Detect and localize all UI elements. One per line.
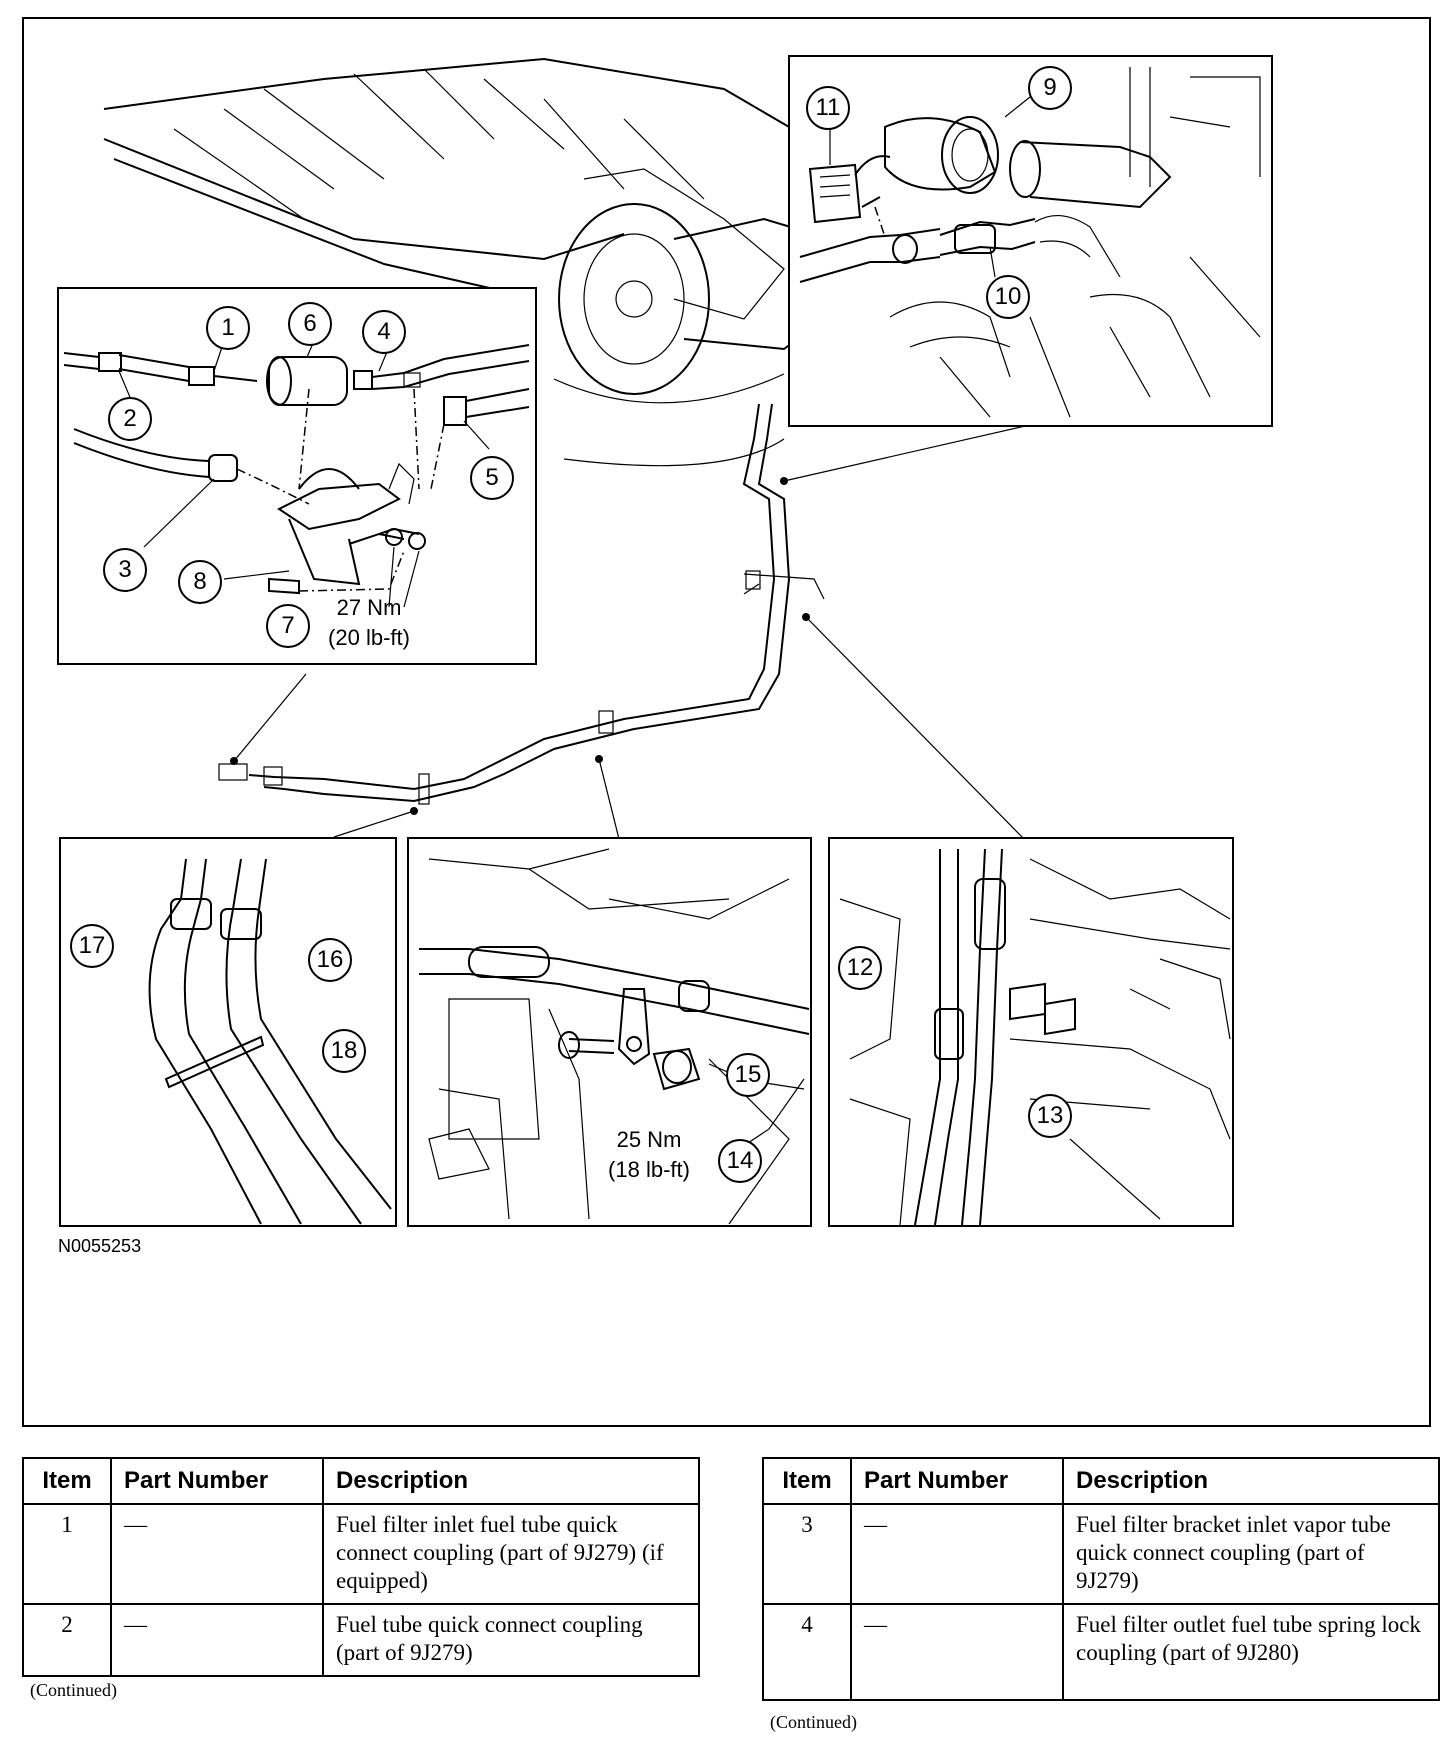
part-number-cell: —	[110, 1603, 324, 1677]
coupling-illustration	[799, 67, 1261, 418]
callout-2: 2	[108, 397, 152, 441]
column-header-part-number: Part Number	[110, 1457, 324, 1505]
continued-note-left: (Continued)	[30, 1680, 117, 1700]
figure-id: N0055253	[58, 1236, 142, 1256]
part-number-cell: —	[110, 1503, 324, 1605]
callout-16: 16	[308, 938, 352, 982]
callout-18: 18	[322, 1029, 366, 1073]
part-number-cell: —	[850, 1603, 1064, 1701]
column-header-item: Item	[762, 1457, 852, 1505]
description-cell: Fuel filter outlet fuel tube spring lock…	[1062, 1603, 1440, 1701]
table-row: 2 — Fuel tube quick connect coupling (pa…	[22, 1603, 700, 1677]
column-header-description: Description	[322, 1457, 700, 1505]
item-cell: 3	[762, 1503, 852, 1605]
fuel-filter-detail-panel	[57, 287, 537, 665]
callout-15: 15	[726, 1053, 770, 1097]
coupling-detail-panel	[788, 55, 1273, 427]
item-cell: 4	[762, 1603, 852, 1701]
item-cell: 2	[22, 1603, 112, 1677]
torque-spec-filter-bracket: 27 Nm (20 lb-ft)	[309, 593, 429, 653]
exploded-view-figure: 1 2 3 4 5 6 7 8 9 10 11 12 13 14 15 16 1…	[22, 17, 1431, 1427]
callout-14: 14	[718, 1139, 762, 1183]
callout-4: 4	[362, 310, 406, 354]
description-cell: Fuel tube quick connect coupling (part o…	[322, 1603, 700, 1677]
callout-8: 8	[178, 560, 222, 604]
callout-7: 7	[266, 604, 310, 648]
torque-nm: 25 Nm	[616, 1127, 682, 1152]
callout-3: 3	[103, 548, 147, 592]
torque-lbft: (18 lb-ft)	[608, 1157, 690, 1182]
tube-routing-detail-panel	[828, 837, 1234, 1227]
column-header-item: Item	[22, 1457, 112, 1505]
callout-13: 13	[1028, 1094, 1072, 1138]
torque-nm: 27 Nm	[336, 595, 402, 620]
callout-17: 17	[70, 924, 114, 968]
tube-clip-illustration	[148, 858, 392, 1225]
table-row: 1 — Fuel filter inlet fuel tube quick co…	[22, 1503, 700, 1605]
callout-11: 11	[806, 86, 850, 130]
column-header-part-number: Part Number	[850, 1457, 1064, 1505]
table-header-row: Item Part Number Description	[22, 1457, 700, 1505]
item-cell: 1	[22, 1503, 112, 1605]
torque-lbft: (20 lb-ft)	[328, 625, 410, 650]
continued-note-right: (Continued)	[770, 1712, 857, 1732]
parts-table-left: Item Part Number Description 1 — Fuel fi…	[22, 1457, 700, 1677]
tube-clip-detail-panel	[59, 837, 397, 1227]
table-header-row: Item Part Number Description	[762, 1457, 1440, 1505]
callout-9: 9	[1028, 66, 1072, 110]
callout-1: 1	[206, 306, 250, 350]
torque-spec-tube-bracket: 25 Nm (18 lb-ft)	[584, 1125, 714, 1185]
fuel-filter-illustration	[63, 340, 530, 608]
callout-5: 5	[470, 456, 514, 500]
parts-table-right: Item Part Number Description 3 — Fuel fi…	[762, 1457, 1440, 1701]
callout-6: 6	[288, 302, 332, 346]
tube-routing-illustration	[839, 848, 1231, 1225]
description-cell: Fuel filter bracket inlet vapor tube qui…	[1062, 1503, 1440, 1605]
callout-10: 10	[986, 275, 1030, 319]
column-header-description: Description	[1062, 1457, 1440, 1505]
part-number-cell: —	[850, 1503, 1064, 1605]
table-row: 4 — Fuel filter outlet fuel tube spring …	[762, 1603, 1440, 1701]
table-row: 3 — Fuel filter bracket inlet vapor tube…	[762, 1503, 1440, 1605]
callout-12: 12	[838, 946, 882, 990]
description-cell: Fuel filter inlet fuel tube quick connec…	[322, 1503, 700, 1605]
